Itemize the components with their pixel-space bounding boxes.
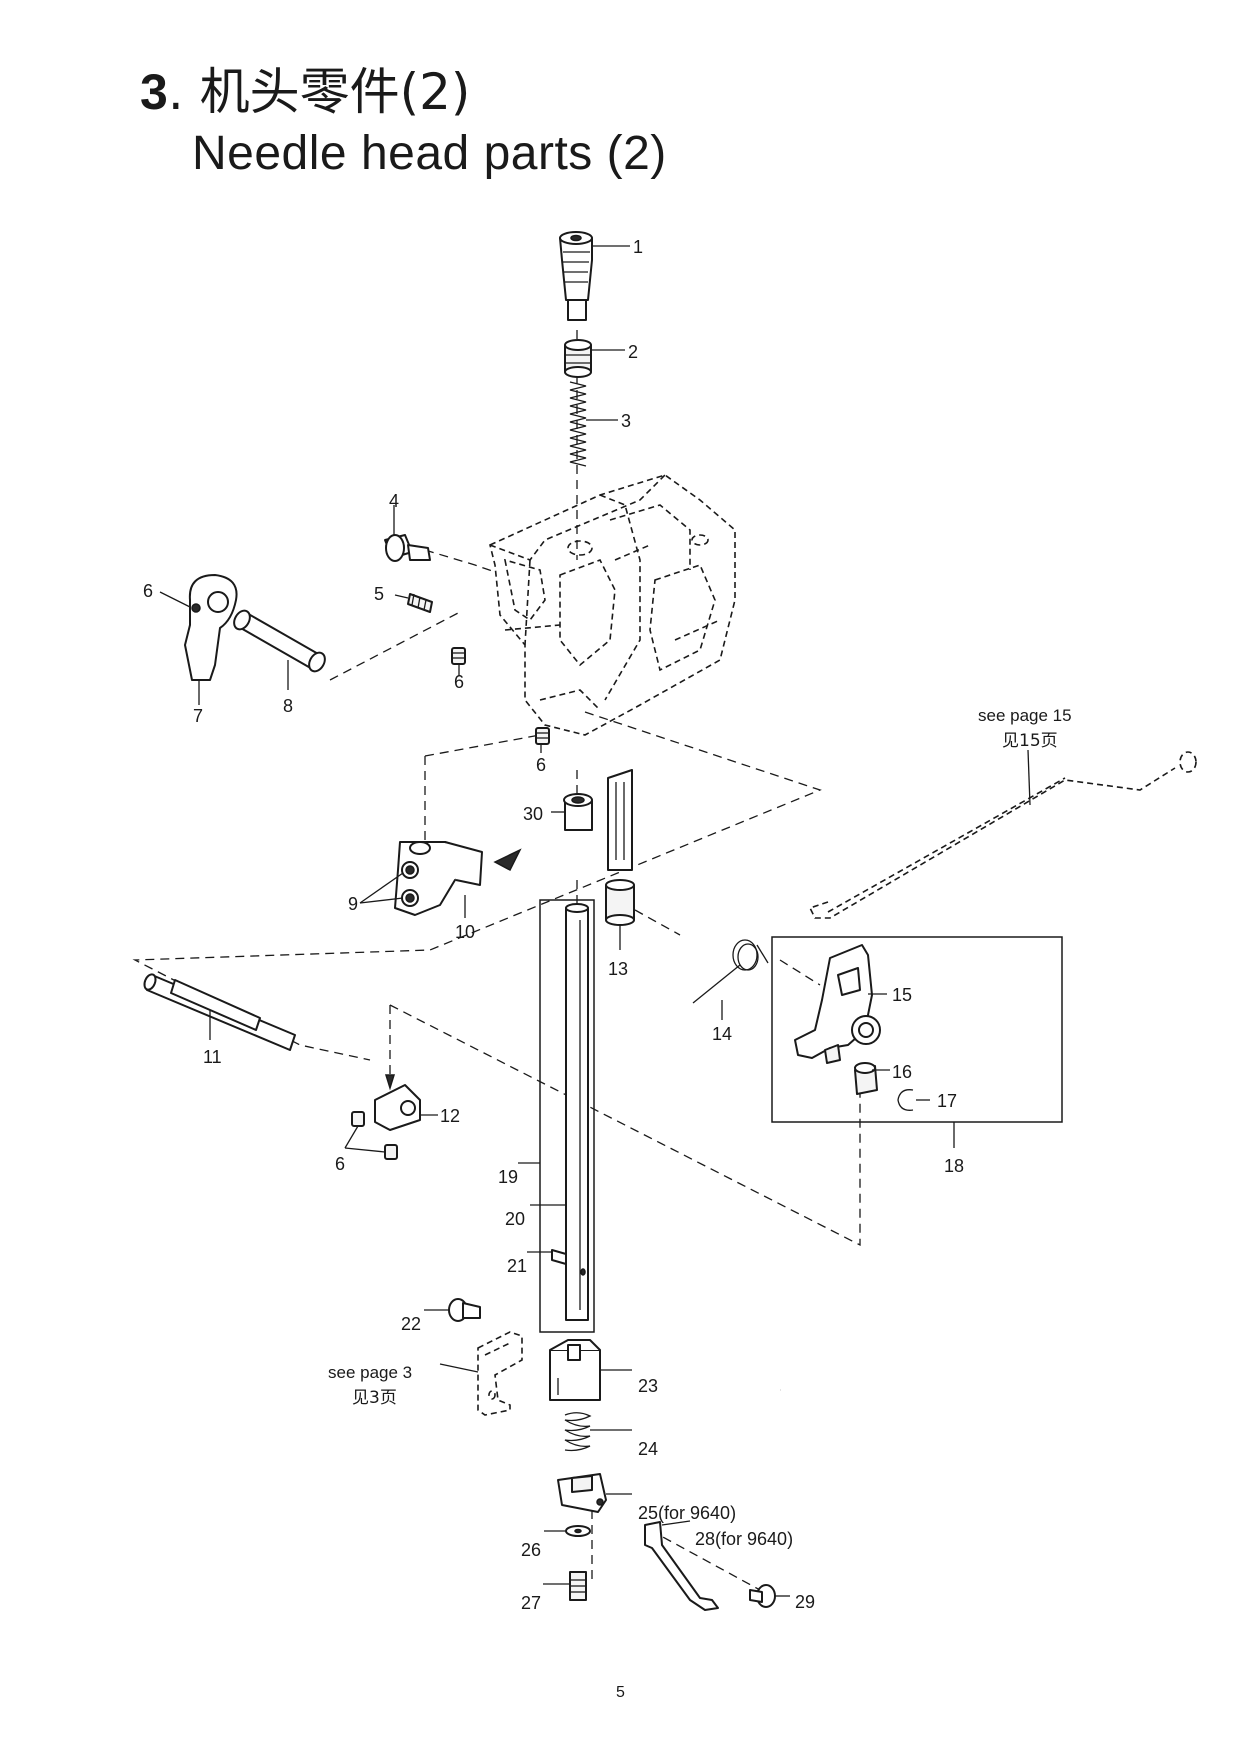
label-28: 28(for 9640) (695, 1529, 793, 1549)
label-21: 21 (507, 1256, 527, 1276)
label-22: 22 (401, 1314, 421, 1334)
label-5: 5 (374, 584, 384, 604)
label-3: 3 (621, 411, 631, 431)
part-6-set-screw-a (451, 647, 466, 676)
label-29: 29 (795, 1592, 815, 1612)
phantom-rod-see-page-15 (808, 749, 1197, 919)
ref-see-page-3: see page 3 (328, 1363, 412, 1382)
part-29-screw (749, 1584, 790, 1608)
head-casting-outline (489, 474, 736, 736)
label-9: 9 (348, 894, 358, 914)
label-2: 2 (628, 342, 638, 362)
part-1-adjusting-screw (559, 231, 630, 321)
ref-see-page-15: see page 15 (978, 706, 1072, 725)
label-6-casting: 6 (454, 672, 464, 692)
label-7: 7 (193, 706, 203, 726)
part-23-needle-bar-holder (549, 1339, 632, 1401)
ref-see-page-15-cn: 见15页 (1002, 731, 1058, 751)
part-19-20-needle-bar-assembly (518, 899, 595, 1333)
label-6-block: 6 (335, 1154, 345, 1174)
page-number: 5 (616, 1684, 625, 1701)
label-27: 27 (521, 1593, 541, 1613)
part-2-bushing (564, 339, 625, 378)
page-title-chinese: 3. 机头零件(2) (140, 62, 470, 122)
part-27-screw (543, 1571, 587, 1601)
part-22-screw (424, 1298, 481, 1322)
part-14-torsion-spring (692, 939, 769, 1020)
cross-reference-labels: see page 15 见15页 see page 3 见3页 (328, 706, 1072, 1408)
part-25-clamp (557, 1473, 632, 1513)
section-number: 3 (140, 64, 168, 120)
part-24-spring (564, 1412, 632, 1452)
label-16: 16 (892, 1062, 912, 1082)
label-25: 25(for 9640) (638, 1503, 736, 1523)
label-12: 12 (440, 1106, 460, 1126)
part-4-stepped-screw (384, 505, 431, 562)
part-10-bracket (359, 841, 522, 918)
phantom-part-see-page-3 (439, 1331, 523, 1416)
label-19: 19 (498, 1167, 518, 1187)
part-18-assembly-frame (771, 936, 1063, 1148)
label-20: 20 (505, 1209, 525, 1229)
part-8-pin (233, 609, 326, 690)
label-10: 10 (455, 922, 475, 942)
part-5-set-screw (394, 593, 433, 613)
part-12-block (344, 1074, 438, 1160)
part-26-washer (544, 1525, 591, 1537)
label-17: 17 (937, 1091, 957, 1111)
label-26: 26 (521, 1540, 541, 1560)
label-6-lever: 6 (143, 581, 153, 601)
label-23: 23 (638, 1376, 658, 1396)
label-6-lower: 6 (536, 755, 546, 775)
label-30: 30 (523, 804, 543, 824)
part-13-crank (605, 769, 635, 950)
assembly-guide-lines (132, 330, 861, 1591)
label-8: 8 (283, 696, 293, 716)
label-15: 15 (892, 985, 912, 1005)
label-24: 24 (638, 1439, 658, 1459)
label-11: 11 (203, 1047, 222, 1067)
label-18: 18 (944, 1156, 964, 1176)
part-16-bushing (854, 1062, 890, 1095)
page-title-english: Needle head parts (2) (192, 127, 667, 180)
label-13: 13 (608, 959, 628, 979)
part-17-e-ring (897, 1089, 930, 1111)
part-number-labels: 1 2 3 4 5 6 6 6 6 7 8 9 10 11 12 13 14 1… (143, 237, 964, 1613)
part-30-bushing (551, 793, 593, 831)
label-14: 14 (712, 1024, 732, 1044)
part-15-cam-plate (794, 944, 887, 1064)
label-1: 1 (633, 237, 643, 257)
part-3-spring (569, 381, 618, 467)
part-28-thread-guide (644, 1520, 719, 1611)
part-11-shaft (143, 973, 296, 1051)
part-6-set-screw-b (535, 727, 550, 753)
part-7-lever (159, 574, 238, 705)
ref-see-page-3-cn: 见3页 (352, 1388, 397, 1408)
section-title-chinese: . 机头零件(2) (167, 63, 471, 121)
label-4: 4 (389, 491, 399, 511)
